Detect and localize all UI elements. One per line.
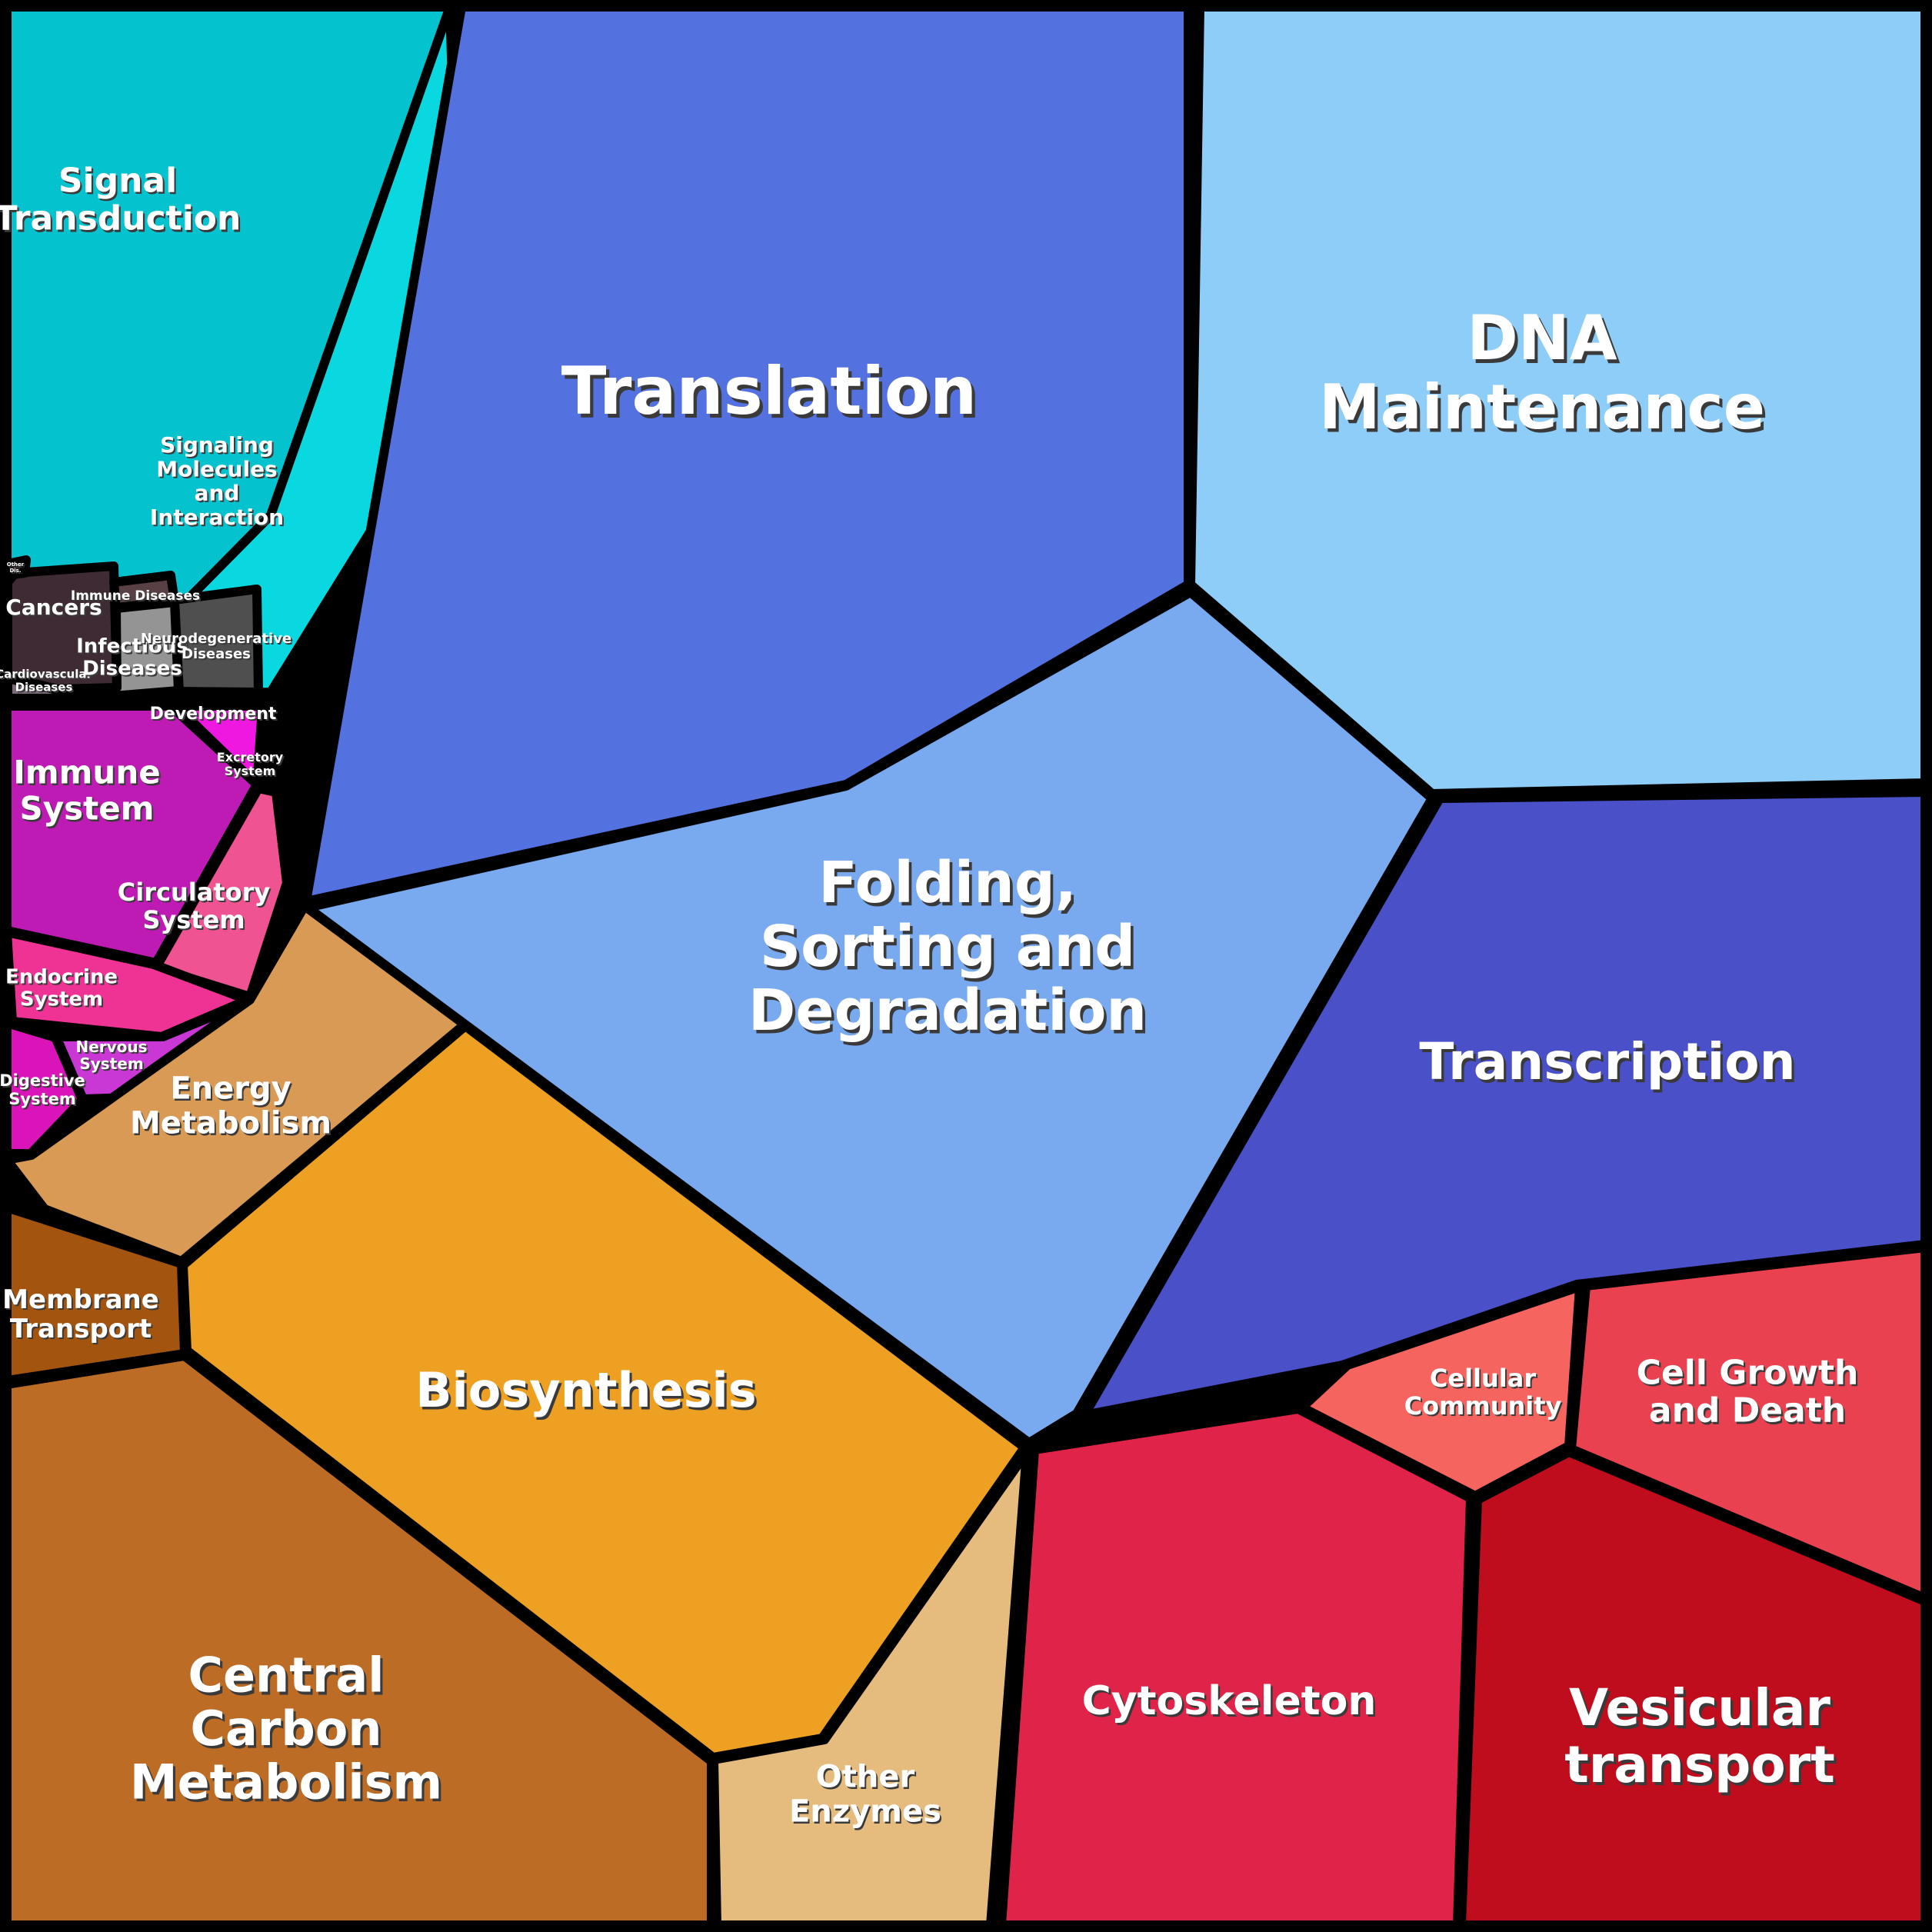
treemap-cell-other-enzymes[interactable] bbox=[709, 1447, 1031, 1930]
cell-label-cancers: Cancers bbox=[5, 595, 102, 620]
cell-label-biosynthesis: Biosynthesis bbox=[415, 1362, 756, 1418]
treemap-cell-circulatory-system[interactable] bbox=[152, 784, 291, 1001]
treemap-cell-infectious-diseases[interactable] bbox=[80, 598, 183, 703]
cell-label-shadow-translation: Translation bbox=[565, 358, 980, 435]
cell-label-shadow-cytoskeleton: Cytoskeleton bbox=[1084, 1681, 1378, 1727]
treemap-cell-vesicular-transport[interactable] bbox=[1457, 1447, 1930, 1930]
cell-label-shadow-transcription: Transcription bbox=[1422, 1035, 1798, 1094]
treemap-cell-digestive-system[interactable] bbox=[2, 1018, 87, 1158]
cell-label-immune-diseases: Immune Diseases bbox=[71, 588, 200, 604]
treemap-cell-cellular-community[interactable] bbox=[1297, 1282, 1584, 1501]
cell-label-shadow-cancers: Cancers bbox=[7, 596, 103, 621]
treemap-cell-dna-maintenance[interactable] bbox=[1186, 2, 1930, 798]
treemap-cell-other-diseases[interactable] bbox=[3, 555, 31, 580]
cell-label-cytoskeleton: Cytoskeleton bbox=[1082, 1678, 1377, 1724]
treemap-cell-neurodegenerative-diseases[interactable] bbox=[170, 585, 263, 697]
treemap-cell-folding-sorting-and-degradation[interactable] bbox=[303, 588, 1437, 1447]
cell-label-translation: Translation bbox=[561, 353, 977, 430]
cell-label-shadow-development: Development bbox=[152, 706, 278, 725]
treemap-cell-cytoskeleton[interactable] bbox=[997, 1404, 1475, 1930]
cell-label-development: Development bbox=[150, 705, 277, 724]
cell-label-shadow-immune-diseases: Immune Diseases bbox=[72, 590, 202, 605]
cell-label-transcription: Transcription bbox=[1419, 1032, 1795, 1091]
cell-label-shadow-biosynthesis: Biosynthesis bbox=[418, 1365, 758, 1421]
treemap-cell-cardiovascular-diseases[interactable] bbox=[3, 674, 84, 703]
